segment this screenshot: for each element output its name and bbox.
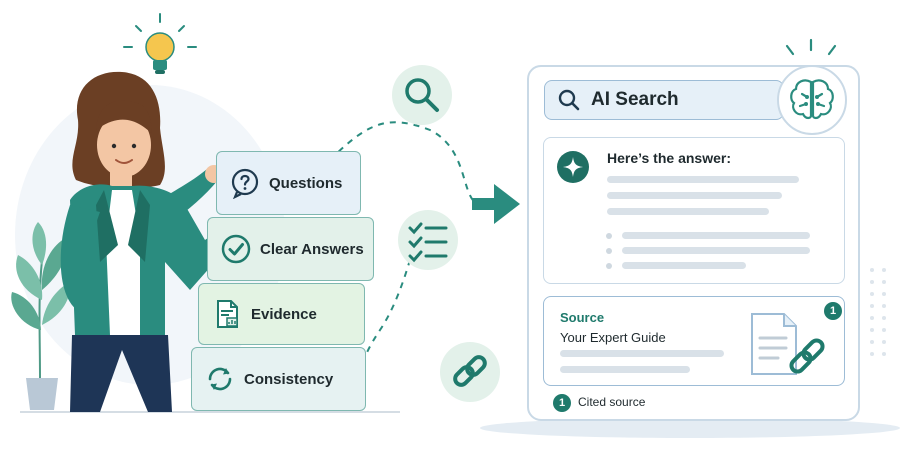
source-name: Your Expert Guide [560,330,666,345]
answer-bullet-line [622,232,810,239]
answer-bullet-line [622,247,810,254]
source-placeholder-line [560,350,724,357]
bullet-dot [606,248,612,254]
lightbulb-icon [123,13,197,74]
question-bubble-icon [231,168,259,199]
document-link-icon [751,313,825,375]
refresh-cycle-icon [208,367,232,391]
block-evidence-label: Evidence [251,305,317,323]
block-clear-answers-label: Clear Answers [260,240,364,258]
answer-heading: Here’s the answer: [607,150,731,166]
block-consistency: Consistency [191,347,366,411]
brain-icon [777,65,847,135]
sparkle-icon [557,151,589,183]
answer-bullet-line [622,262,746,269]
magnifier-icon [392,65,452,125]
source-placeholder-line [560,366,690,373]
cited-source-text: Cited source [578,395,646,409]
answer-placeholder-line [607,192,782,199]
potted-plant [11,222,71,410]
arrow-right-icon [472,184,520,224]
search-title: AI Search [591,89,679,110]
woman-character [60,71,236,412]
answer-placeholder-line [607,208,769,215]
bullet-dot [606,263,612,269]
block-evidence: Evidence [198,283,365,345]
answer-placeholder-line [607,176,799,183]
brain-rays-decoration [785,38,837,56]
source-citation-badge: 1 [824,302,842,320]
chain-link-icon [440,342,500,402]
check-circle-icon [221,234,251,264]
dot-grid-decoration [870,268,886,356]
search-bar[interactable]: AI Search [544,80,784,120]
checklist-icon [398,210,458,270]
ground-shadow [480,418,900,438]
block-clear-answers: Clear Answers [207,217,374,281]
source-label: Source [560,310,605,325]
cited-source-badge: 1 [553,394,571,412]
dashed-connector-path [329,121,481,401]
search-icon [558,89,580,111]
block-questions-label: Questions [269,174,343,192]
document-chart-icon [217,300,238,328]
bullet-dot [606,233,612,239]
block-consistency-label: Consistency [244,370,334,388]
block-questions: Questions [216,151,361,215]
